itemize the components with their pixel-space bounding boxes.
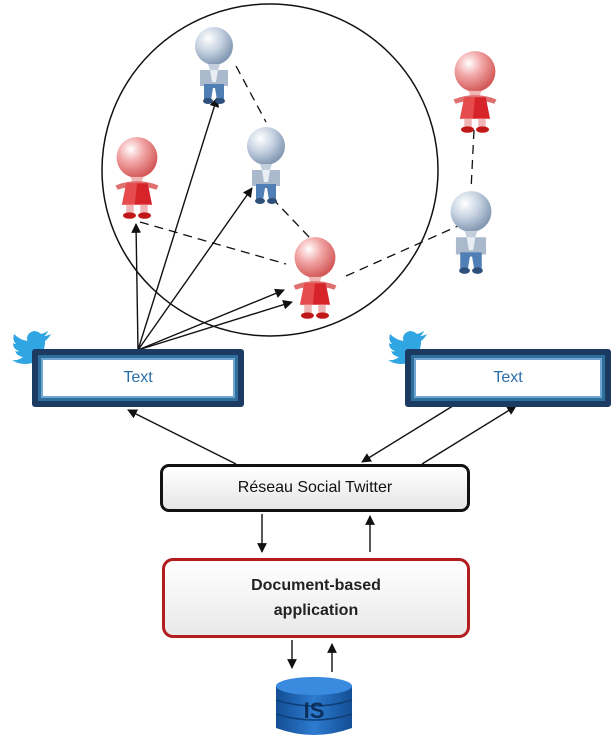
male-user-icon bbox=[247, 127, 285, 204]
male-user-icon bbox=[195, 27, 233, 104]
female-user-icon bbox=[453, 51, 497, 133]
tweet-text: Text bbox=[41, 358, 235, 398]
tweet-box-left: Text bbox=[32, 349, 244, 407]
tweet-text: Text bbox=[414, 358, 602, 398]
female-user-icon bbox=[115, 137, 159, 219]
tweet-fanout-arrows bbox=[131, 97, 293, 351]
document-app-line1: Document-based bbox=[251, 577, 381, 594]
twitter-network-box: Réseau Social Twitter bbox=[160, 464, 470, 512]
twitter-network-label: Réseau Social Twitter bbox=[237, 479, 393, 496]
female-user-icon bbox=[293, 237, 337, 319]
network-arrows bbox=[127, 403, 517, 672]
male-user-icon bbox=[450, 191, 492, 274]
network-circle bbox=[101, 3, 439, 337]
database-icon bbox=[275, 677, 353, 735]
document-app-line2: application bbox=[273, 602, 359, 619]
document-app-box: Document-based application bbox=[162, 558, 470, 638]
tweet-box-right: Text bbox=[405, 349, 611, 407]
database-label: IS bbox=[304, 698, 325, 723]
